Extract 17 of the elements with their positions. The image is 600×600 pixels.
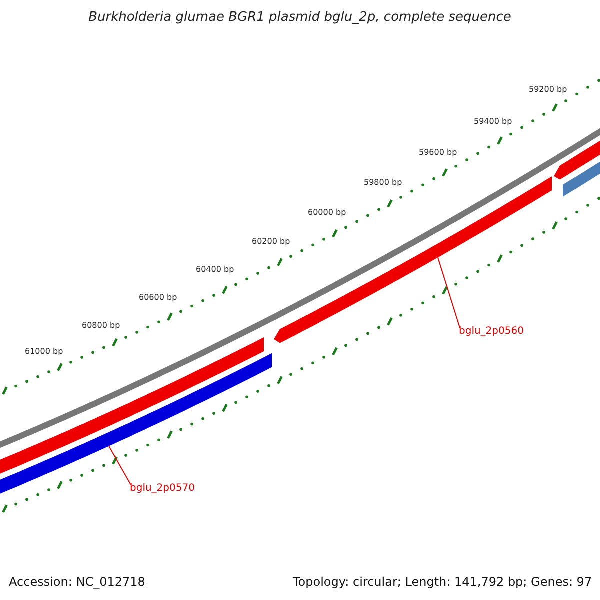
footer-text: Accession: NC_012718 bbox=[9, 575, 146, 589]
scale-label: 60000 bp bbox=[308, 208, 346, 217]
scale-label: 59400 bp bbox=[474, 117, 512, 126]
gene-label: bglu_2p0560 bbox=[459, 326, 524, 337]
scale-label: 60600 bp bbox=[139, 293, 178, 302]
scale-label: 60200 bp bbox=[252, 237, 290, 246]
leader-line bbox=[438, 257, 460, 328]
scale-label: 59800 bp bbox=[364, 178, 402, 187]
leader-line bbox=[108, 446, 132, 486]
diagram-title: Burkholderia glumae BGR1 plasmid bglu_2p, complete sequence bbox=[88, 10, 512, 25]
scale-label: 60400 bp bbox=[196, 265, 234, 274]
scale-label: 59200 bp bbox=[529, 85, 568, 94]
scale-label: 60800 bp bbox=[82, 321, 120, 330]
scale-label: 59600 bp bbox=[419, 148, 458, 157]
footer-text: Topology: circular; Length: 141,792 bp; Genes: 97 bbox=[293, 575, 592, 589]
scale-label: 61000 bp bbox=[25, 347, 64, 356]
gene-label: bglu_2p0570 bbox=[130, 483, 195, 494]
